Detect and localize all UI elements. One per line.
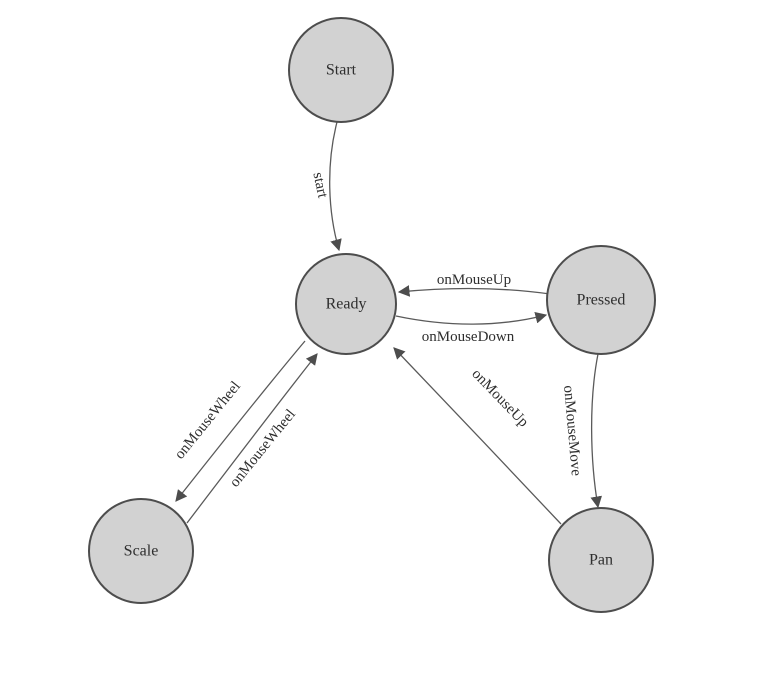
node-start-circle (288, 17, 394, 123)
edge-label-onmouseup-top: onMouseUp (437, 272, 511, 288)
edge-start-to-ready: start (309, 121, 342, 252)
node-ready-circle (295, 253, 397, 355)
edge-scale-to-ready: onMouseWheel (186, 353, 318, 524)
edge-label-onmouseup-diagonal: onMouseUp (468, 366, 531, 430)
edge-label-onmousewheel-upper: onMouseWheel (172, 379, 244, 463)
edge-ready-to-pressed: onMouseDown (395, 311, 548, 345)
edge-line (175, 340, 306, 502)
edge-label-onmousewheel-lower: onMouseWheel (227, 407, 299, 491)
node-pan-circle (548, 507, 654, 613)
edge-line (397, 285, 551, 297)
edge-label-onmousemove: onMouseMove (560, 385, 584, 477)
node-ready-label: Ready (326, 296, 367, 313)
edge-pressed-to-ready: onMouseUp (397, 272, 551, 297)
node-pressed-label: Pressed (577, 292, 626, 309)
node-ready: Ready (295, 253, 397, 355)
edge-label-onmousedown: onMouseDown (422, 329, 515, 345)
node-scale: Scale (88, 498, 194, 604)
edge-line (395, 311, 548, 325)
edge-line (393, 347, 562, 525)
node-pan-label: Pan (589, 552, 613, 569)
node-scale-label: Scale (124, 543, 159, 560)
edge-line (590, 353, 603, 509)
node-pressed: Pressed (546, 245, 656, 355)
node-start: Start (288, 17, 394, 123)
edge-pressed-to-pan: onMouseMove (560, 353, 603, 509)
node-start-label: Start (326, 62, 357, 79)
node-scale-circle (88, 498, 194, 604)
node-pan: Pan (548, 507, 654, 613)
edge-pan-to-ready: onMouseUp (393, 347, 562, 525)
node-pressed-circle (546, 245, 656, 355)
edge-label-start: start (309, 171, 330, 200)
edge-line (186, 353, 318, 524)
edge-line (329, 121, 342, 252)
